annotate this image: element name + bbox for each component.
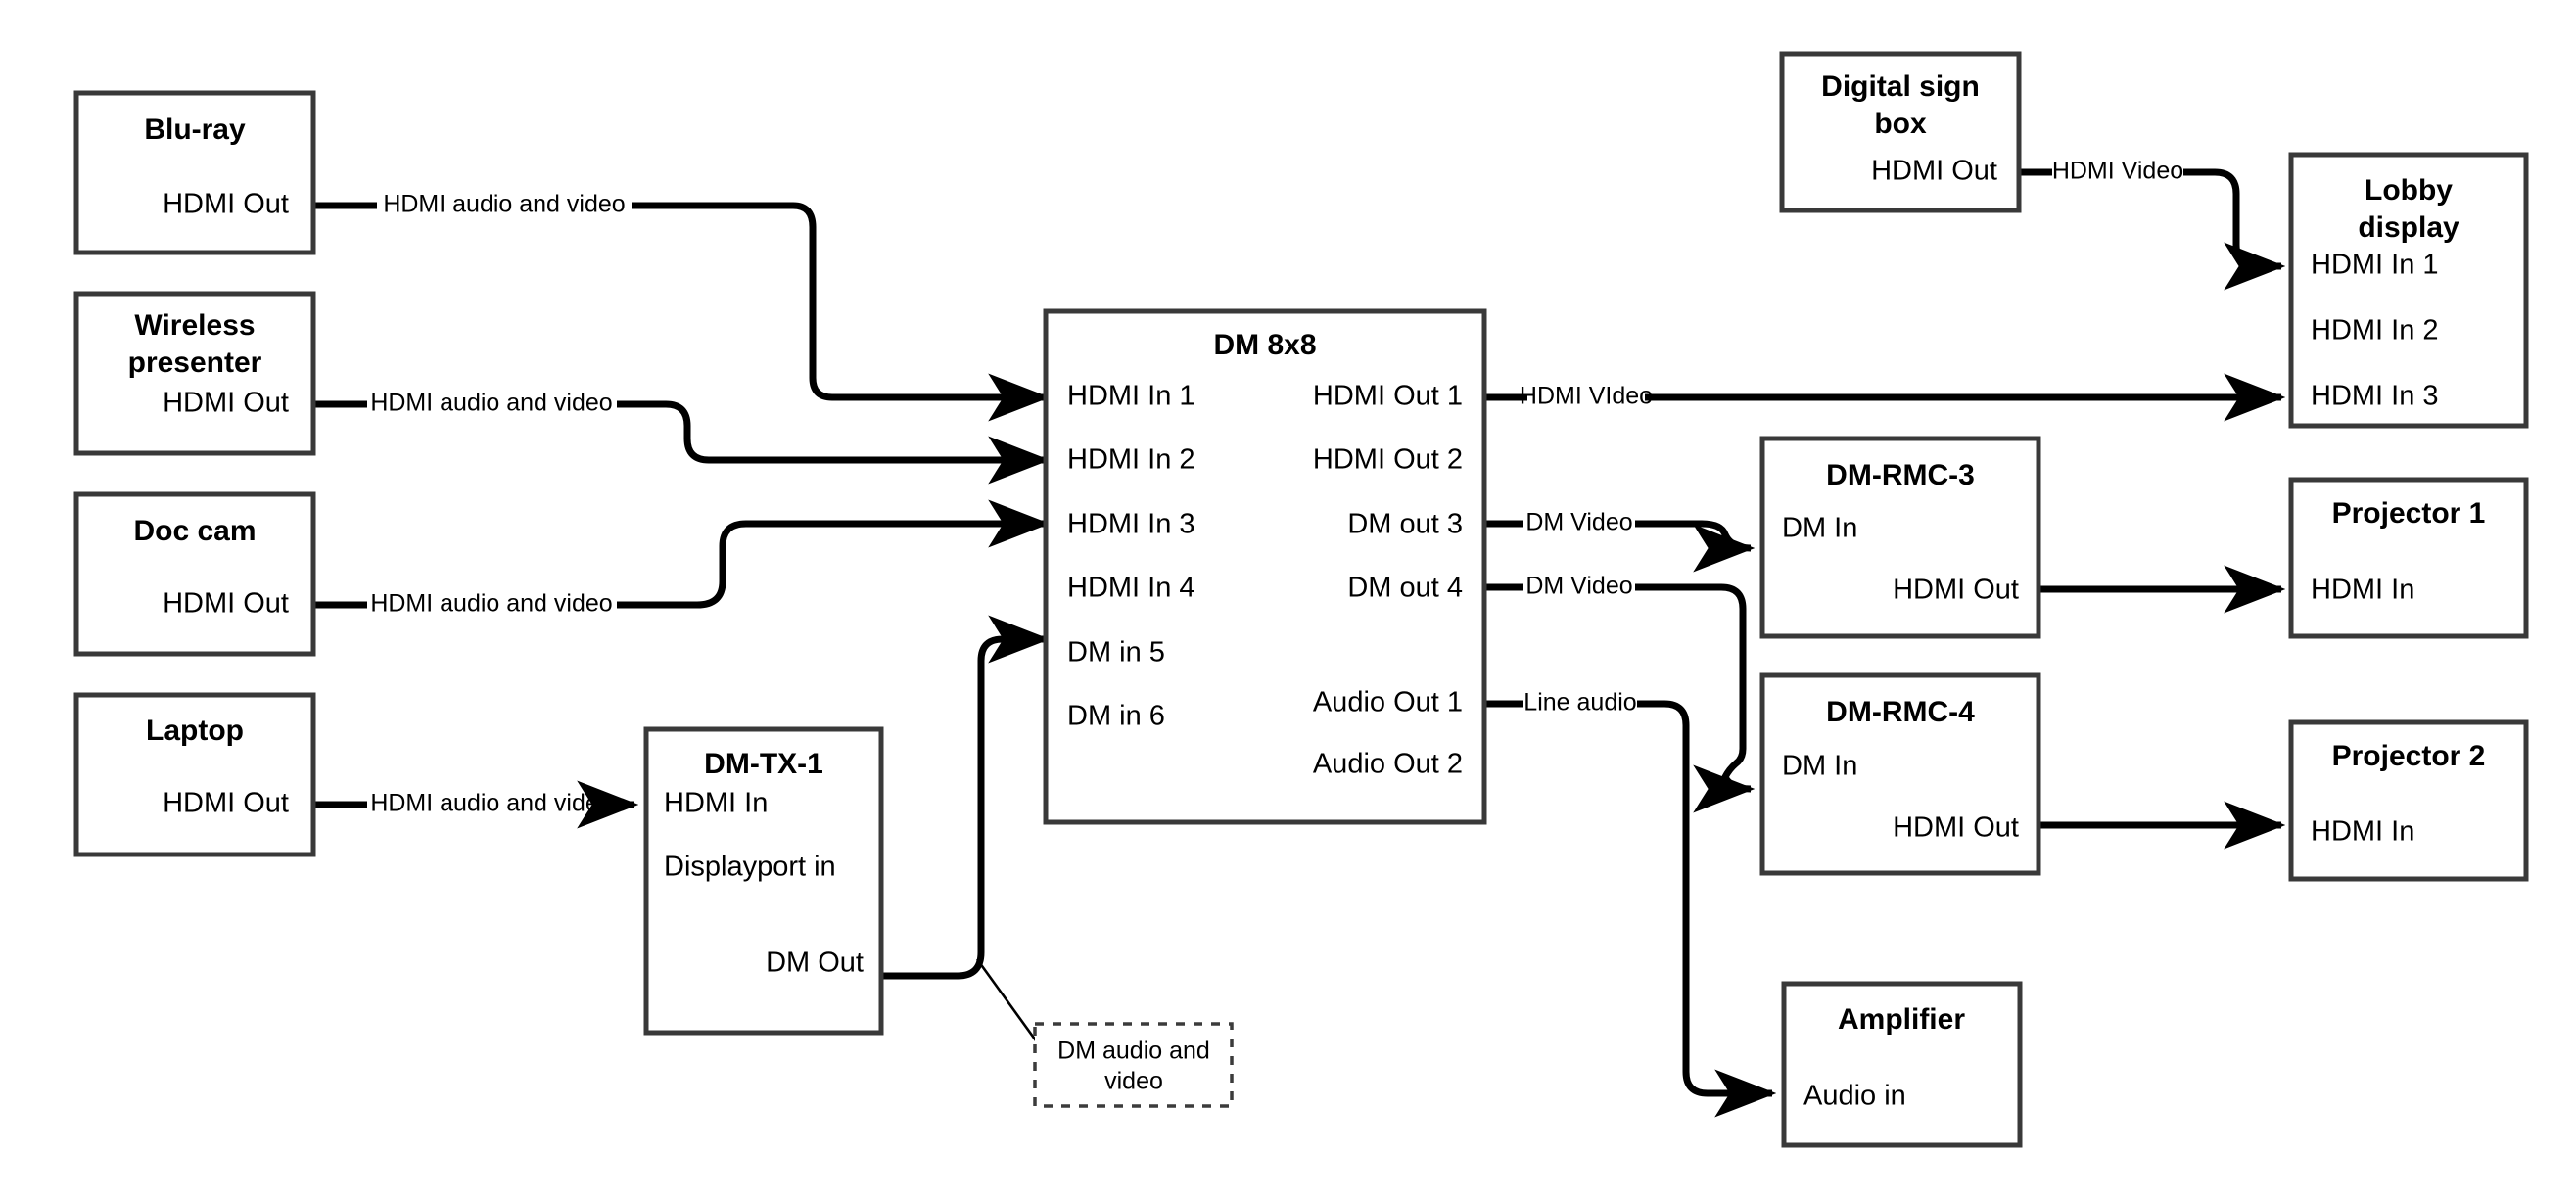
node-laptop-port-hdmi-out: HDMI Out	[163, 788, 289, 819]
node-dm-rmc-3-port-hdmi-out: HDMI Out	[1893, 575, 2019, 606]
node-amplifier-box	[1781, 981, 2023, 1148]
node-dm-8x8-title: DM 8x8	[1213, 329, 1316, 361]
node-dm-tx-1-box	[643, 726, 884, 1036]
node-dm-tx-1-title: DM-TX-1	[704, 748, 823, 780]
node-lobby-display-port-hdmi-in-1: HDMI In 1	[2311, 250, 2439, 281]
node-lobby-display-box	[2288, 152, 2529, 429]
node-dm-rmc-3-box	[1759, 436, 2041, 639]
edge-label-dm-hdmiout1-to-lobby: HDMI VIdeo	[1520, 383, 1653, 410]
wire-sign-to-lobby-in1	[2019, 168, 2281, 266]
edge-label-sign-to-lobby: HDMI Video	[2052, 158, 2183, 185]
node-dm-rmc-3-port-dm-in: DM In	[1782, 513, 1857, 544]
node-wireless-presenter[interactable]: Wireless presenter HDMI Out	[73, 291, 316, 456]
node-bluray[interactable]: Blu-ray HDMI Out	[73, 90, 316, 255]
node-dm-rmc-4[interactable]: DM-RMC-4 DM In HDMI Out	[1759, 672, 2041, 876]
callout-leader-line	[975, 958, 1048, 1055]
node-wireless-presenter-box	[73, 291, 316, 456]
node-wireless-presenter-title-line2: presenter	[128, 346, 262, 379]
callout-dm-audio-and-video-line1: DM audio and	[1057, 1038, 1210, 1065]
node-digital-sign-box-rect	[1779, 51, 2022, 213]
node-dm-tx-1-port-displayport-in: Displayport in	[664, 852, 836, 883]
node-projector-2-box	[2288, 719, 2529, 882]
edge-label-dm-dmout4-to-rmc4: DM Video	[1525, 573, 1632, 600]
node-dm-8x8-output-dm-out-4: DM out 4	[1347, 573, 1463, 604]
node-dm-8x8-input-hdmi-in-3: HDMI In 3	[1067, 509, 1195, 540]
node-dm-8x8-input-dm-in-5: DM in 5	[1067, 637, 1165, 669]
node-dm-tx-1[interactable]: DM-TX-1 HDMI In Displayport in DM Out	[643, 726, 884, 1036]
node-dm-8x8-input-hdmi-in-2: HDMI In 2	[1067, 444, 1195, 476]
node-projector-1-title: Projector 1	[2332, 497, 2486, 530]
node-amplifier[interactable]: Amplifier Audio in	[1781, 981, 2023, 1148]
node-doc-cam-title: Doc cam	[133, 515, 256, 547]
node-dm-tx-1-port-dm-out: DM Out	[766, 947, 864, 979]
node-dm-8x8-input-dm-in-6: DM in 6	[1067, 701, 1165, 732]
node-bluray-box	[73, 90, 316, 255]
node-laptop-box	[73, 692, 316, 857]
node-doc-cam[interactable]: Doc cam HDMI Out	[73, 491, 316, 657]
node-dm-8x8-output-hdmi-out-1: HDMI Out 1	[1313, 381, 1463, 412]
node-dm-rmc-4-title: DM-RMC-4	[1826, 696, 1975, 728]
node-dm-rmc-3[interactable]: DM-RMC-3 DM In HDMI Out	[1759, 436, 2041, 639]
node-amplifier-port-audio-in: Audio in	[1803, 1081, 1906, 1112]
callout-dm-audio-and-video: DM audio and video	[1033, 1022, 1234, 1108]
node-bluray-title: Blu-ray	[144, 114, 246, 146]
node-dm-8x8-input-hdmi-in-1: HDMI In 1	[1067, 381, 1195, 412]
node-wireless-presenter-title-line1: Wireless	[134, 309, 255, 342]
node-lobby-display-title-line1: Lobby	[2365, 174, 2453, 207]
node-projector-1-box	[2288, 477, 2529, 639]
wire-dm-audioout1-to-amplifier	[1482, 700, 1772, 1093]
node-bluray-port-hdmi-out: HDMI Out	[163, 189, 289, 220]
node-dm-8x8-output-audio-out-1: Audio Out 1	[1313, 687, 1463, 718]
node-laptop[interactable]: Laptop HDMI Out	[73, 692, 316, 857]
node-dm-rmc-4-port-dm-in: DM In	[1782, 751, 1857, 782]
edge-label-wireless-to-dm-in2: HDMI audio and video	[370, 390, 612, 417]
edge-label-doccam-to-dm-in3: HDMI audio and video	[370, 590, 612, 618]
node-digital-sign-box[interactable]: Digital sign box HDMI Out	[1779, 51, 2022, 213]
edge-label-dm-dmout3-to-rmc3: DM Video	[1525, 509, 1632, 536]
edge-label-laptop-to-dmtx1: HDMI audio and video	[370, 790, 612, 817]
node-dm-rmc-3-title: DM-RMC-3	[1826, 459, 1975, 491]
node-projector-2[interactable]: Projector 2 HDMI In	[2288, 719, 2529, 882]
node-lobby-display-title-line2: display	[2358, 211, 2459, 244]
node-lobby-display[interactable]: Lobby display HDMI In 1 HDMI In 2 HDMI I…	[2288, 152, 2529, 429]
node-amplifier-title: Amplifier	[1838, 1003, 1965, 1036]
node-dm-8x8-output-hdmi-out-2: HDMI Out 2	[1313, 444, 1463, 476]
node-dm-8x8-output-dm-out-3: DM out 3	[1347, 509, 1463, 540]
node-projector-1[interactable]: Projector 1 HDMI In	[2288, 477, 2529, 639]
node-lobby-display-port-hdmi-in-3: HDMI In 3	[2311, 381, 2439, 412]
node-dm-8x8-output-audio-out-2: Audio Out 2	[1313, 749, 1463, 780]
node-wireless-presenter-port-hdmi-out: HDMI Out	[163, 388, 289, 419]
callout-dm-audio-and-video-box	[1033, 1022, 1234, 1108]
node-dm-8x8[interactable]: DM 8x8 HDMI In 1 HDMI In 2 HDMI In 3 HDM…	[1043, 308, 1487, 825]
node-projector-1-port-hdmi-in: HDMI In	[2311, 575, 2414, 606]
callout-dm-audio-and-video-line2: video	[1104, 1068, 1163, 1095]
node-projector-2-title: Projector 2	[2332, 740, 2486, 772]
edge-label-dm-audioout1-to-amp: Line audio	[1523, 689, 1636, 716]
node-lobby-display-port-hdmi-in-2: HDMI In 2	[2311, 315, 2439, 346]
node-dm-8x8-input-hdmi-in-4: HDMI In 4	[1067, 573, 1195, 604]
node-digital-sign-box-port-hdmi-out: HDMI Out	[1871, 156, 1997, 187]
node-digital-sign-box-title-line2: box	[1874, 108, 1927, 140]
wire-doccam-to-dm-in3	[313, 524, 1046, 609]
node-doc-cam-port-hdmi-out: HDMI Out	[163, 588, 289, 620]
wire-wireless-to-dm-in2	[313, 404, 1046, 460]
wire-dmtx1-to-dm-in5	[881, 615, 1051, 980]
node-laptop-title: Laptop	[146, 715, 244, 747]
node-projector-2-port-hdmi-in: HDMI In	[2311, 816, 2414, 848]
wire-dm-dmout3-to-rmc3	[1482, 524, 1751, 548]
wire-bluray-to-dm-in1	[313, 202, 1046, 397]
wire-dm-dmout4-to-rmc4	[1482, 583, 1751, 789]
node-dm-rmc-4-port-hdmi-out: HDMI Out	[1893, 812, 2019, 844]
node-doc-cam-box	[73, 491, 316, 657]
node-dm-8x8-box	[1043, 308, 1487, 825]
node-digital-sign-box-title-line1: Digital sign	[1821, 70, 1980, 103]
node-dm-rmc-4-box	[1759, 672, 2041, 876]
node-dm-tx-1-port-hdmi-in: HDMI In	[664, 788, 768, 819]
edge-label-bluray-to-dm-in1: HDMI audio and video	[383, 191, 625, 218]
